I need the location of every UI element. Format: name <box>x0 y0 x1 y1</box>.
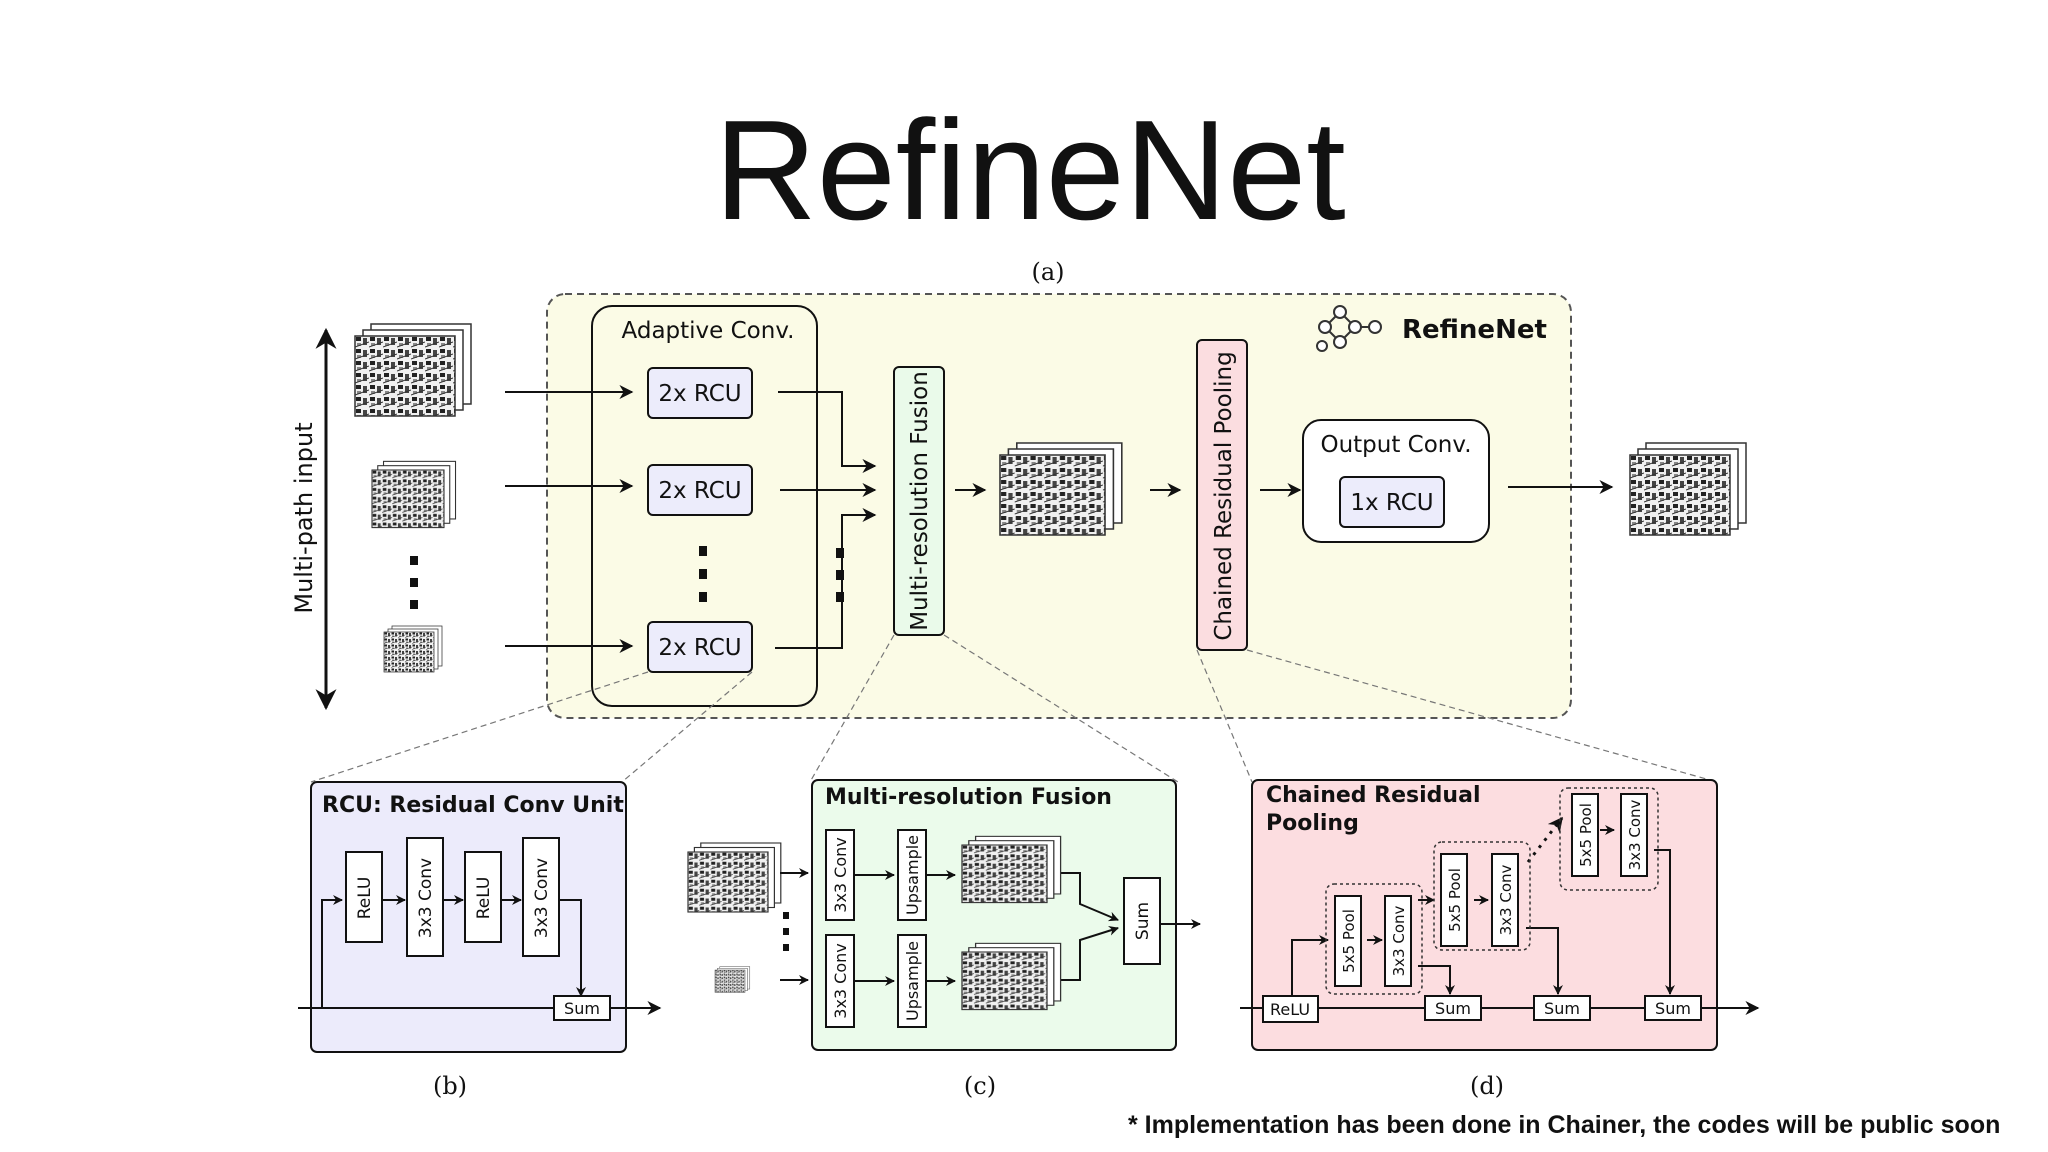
pooling-group-frames <box>1325 787 1659 995</box>
rcu-relu-1: ReLU <box>345 851 383 943</box>
panel-c-caption: (c) <box>964 1072 996 1100</box>
rcu-conv-2: 3x3 Conv <box>522 837 560 957</box>
pooling-sum-1: Sum <box>1424 995 1482 1021</box>
conv-block-1: 3x3 Conv <box>1384 895 1412 987</box>
svg-text:ReLU: ReLU <box>474 877 494 920</box>
fusion-upsampled-image-1 <box>961 835 1062 904</box>
input-arrows <box>505 385 634 653</box>
svg-text:1x RCU: 1x RCU <box>1350 490 1433 516</box>
svg-text:2x RCU: 2x RCU <box>658 381 741 407</box>
input-image-1 <box>354 323 472 417</box>
adaptive-conv-title: Adaptive Conv. <box>622 318 795 344</box>
svg-text:Sum: Sum <box>564 999 600 1018</box>
rcu-block-3: 2x RCU <box>647 621 753 673</box>
fusion-upsampled-image-2 <box>961 942 1062 1011</box>
refinenet-logo-text: RefineNet <box>1402 315 1547 345</box>
pooling-sum-3: Sum <box>1644 995 1702 1021</box>
fusion-input-dots <box>783 912 789 951</box>
footnote: * Implementation has been done in Chaine… <box>1128 1111 2001 1139</box>
svg-text:Upsample: Upsample <box>903 835 922 915</box>
fusion-input-ellipsis <box>836 548 844 602</box>
output-image <box>1629 442 1747 536</box>
conv-block-3: 3x3 Conv <box>1620 793 1648 877</box>
pooling-block-label: Chained Residual Pooling <box>1211 351 1237 640</box>
svg-text:3x3 Conv: 3x3 Conv <box>532 858 552 938</box>
svg-text:2x RCU: 2x RCU <box>658 635 741 661</box>
svg-text:Sum: Sum <box>1133 902 1153 940</box>
svg-text:5x5 Pool: 5x5 Pool <box>1340 909 1358 973</box>
pooling-block <box>1196 339 1248 651</box>
pooling-continuation-dots <box>1526 816 1564 863</box>
panel-b-caption: (b) <box>433 1072 467 1100</box>
fused-feature-image <box>999 442 1123 536</box>
input-ellipsis <box>410 556 418 609</box>
svg-text:ReLU: ReLU <box>1270 1000 1310 1019</box>
fusion-block-label: Multi-resolution Fusion <box>907 371 933 631</box>
fusion-internal-arrows <box>854 870 1201 986</box>
zoom-guide-lines <box>310 634 1718 783</box>
slide-title: RefineNet <box>714 91 1346 250</box>
svg-text:Sum: Sum <box>1655 999 1691 1018</box>
pooling-relu: ReLU <box>1262 995 1319 1023</box>
rcu-relu-2: ReLU <box>464 851 502 943</box>
input-image-3 <box>383 625 443 673</box>
output-conv-title: Output Conv. <box>1320 432 1471 458</box>
fusion-sum: Sum <box>1123 877 1161 965</box>
fusion-conv-2: 3x3 Conv <box>825 934 855 1028</box>
pool-block-3: 5x5 Pool <box>1571 793 1599 877</box>
panel-d-title-line2: Pooling <box>1266 811 1359 836</box>
svg-text:3x3 Conv: 3x3 Conv <box>1626 800 1644 871</box>
output-rcu-block: 1x RCU <box>1339 476 1445 528</box>
multi-path-input-label: Multi-path input <box>290 422 318 613</box>
svg-text:Upsample: Upsample <box>903 941 922 1021</box>
panel-b-title: RCU: Residual Conv Unit <box>322 793 624 818</box>
rcu-conv-1: 3x3 Conv <box>406 837 444 957</box>
pooling-sum-2: Sum <box>1533 995 1591 1021</box>
fusion-input-image-1 <box>687 842 782 913</box>
panel-d-frame <box>1251 779 1718 1051</box>
conv-block-2: 3x3 Conv <box>1491 853 1519 947</box>
rcu-to-fusion-arrows <box>775 391 877 649</box>
fusion-input-arrows <box>780 868 809 985</box>
svg-text:5x5 Pool: 5x5 Pool <box>1577 803 1595 867</box>
network-logo-icon <box>1316 305 1382 352</box>
rcu-block-1: 2x RCU <box>647 367 753 419</box>
fusion-upsample-1: Upsample <box>897 829 927 921</box>
adaptive-conv-box <box>591 305 818 707</box>
rcu-ellipsis <box>699 546 707 602</box>
fusion-conv-1: 3x3 Conv <box>825 829 855 921</box>
panel-d-caption: (d) <box>1470 1072 1504 1100</box>
svg-text:3x3 Conv: 3x3 Conv <box>416 858 436 938</box>
svg-text:ReLU: ReLU <box>355 877 375 920</box>
svg-text:3x3 Conv: 3x3 Conv <box>1497 865 1515 936</box>
input-image-2 <box>371 460 457 529</box>
svg-text:Sum: Sum <box>1544 999 1580 1018</box>
svg-text:3x3 Conv: 3x3 Conv <box>1390 906 1408 977</box>
svg-text:3x3 Conv: 3x3 Conv <box>831 943 850 1018</box>
fusion-block <box>893 366 945 636</box>
svg-text:3x3 Conv: 3x3 Conv <box>831 837 850 912</box>
panel-a-caption: (a) <box>1031 258 1064 286</box>
rcu-main-path <box>298 895 662 1015</box>
rcu-block-2: 2x RCU <box>647 464 753 516</box>
svg-text:Sum: Sum <box>1435 999 1471 1018</box>
fusion-input-image-2 <box>714 966 751 993</box>
pooling-main-path <box>1240 825 1760 1015</box>
pool-block-2: 5x5 Pool <box>1440 853 1468 947</box>
fusion-upsample-2: Upsample <box>897 934 927 1028</box>
rcu-sum: Sum <box>553 995 611 1021</box>
pool-block-1: 5x5 Pool <box>1334 895 1362 987</box>
panel-c-title: Multi-resolution Fusion <box>825 785 1112 810</box>
panel-d-title-line1: Chained Residual <box>1266 783 1480 808</box>
svg-text:5x5 Pool: 5x5 Pool <box>1446 868 1464 932</box>
svg-text:2x RCU: 2x RCU <box>658 478 741 504</box>
